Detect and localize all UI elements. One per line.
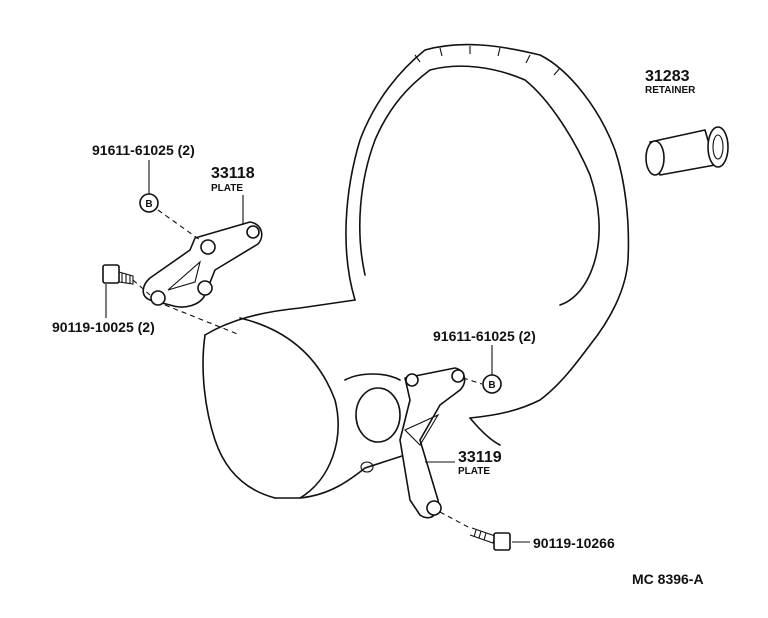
assembly-lines [132,209,483,529]
plate-bottom-name: PLATE [458,466,490,477]
bolt-bottom-part-number: 90119-10266 [533,535,615,551]
plate-top-part-number: 33118 [211,165,255,182]
retainer-part [645,126,729,176]
bolt-bottom-part [469,527,511,551]
plate-bottom-part [399,367,466,519]
retainer-part-number: 31283 [645,68,690,85]
bolt-top-part-number: 91611-61025 (2) [92,142,195,158]
retainer-name: RETAINER [645,85,696,96]
plate-bottom-part-number: 33119 [458,449,502,466]
plate-top-part [142,221,263,308]
bolt-mid-part-number: 91611-61025 (2) [433,328,536,344]
leader-lines [105,160,530,543]
callout-b-mid: B [488,380,495,391]
bolt-left-part [102,264,134,285]
transmission-housing [202,43,630,499]
callout-b-top: B [145,199,152,210]
plate-top-name: PLATE [211,183,243,194]
bolt-left-part-number: 90119-10025 (2) [52,319,155,335]
diagram-code: MC 8396-A [632,571,704,587]
